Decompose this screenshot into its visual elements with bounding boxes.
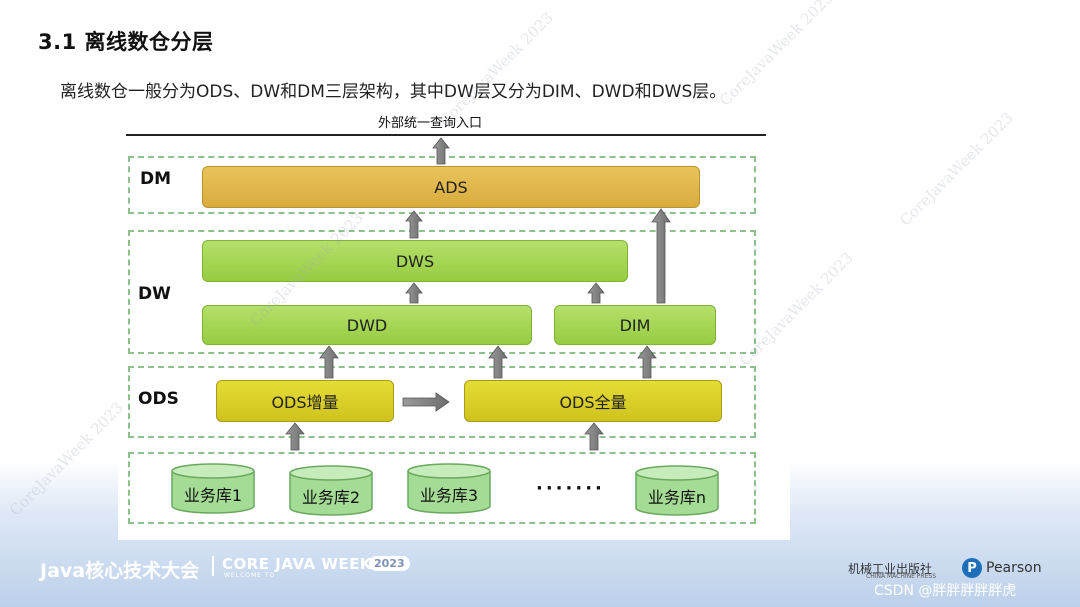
dwd-box: DWD: [202, 305, 532, 345]
dm-zone-label: DM: [140, 169, 172, 189]
slide-subtitle: 离线数仓一般分为ODS、DW和DM三层架构，其中DW层又分为DIM、DWD和DW…: [60, 82, 727, 102]
architecture-diagram: 外部统一查询入口 DM ADS DW DWS DWD DIM ODS ODS增量…: [118, 108, 790, 540]
right-arrow-icon: [402, 392, 450, 412]
footer-core-java-week: CORE JAVA WEEK: [222, 555, 373, 573]
ods-zone-label: ODS: [138, 389, 179, 409]
up-arrow-icon: [584, 422, 604, 451]
up-arrow-icon: [488, 345, 508, 379]
up-arrow-icon: [285, 422, 305, 451]
database-1: 业务库1: [170, 462, 256, 514]
ellipsis: ·······: [536, 478, 605, 499]
dws-box: DWS: [202, 240, 628, 282]
footer-brand: Java核心技术大会: [40, 560, 200, 582]
database-icon: [171, 463, 255, 514]
up-arrow-icon: [637, 345, 657, 379]
footer-divider: [212, 556, 214, 576]
dim-box: DIM: [554, 305, 716, 345]
ods-zone: [128, 366, 756, 438]
footer-welcome: WELCOME TO: [224, 572, 276, 579]
database-n: 业务库n: [634, 464, 720, 516]
database-3: 业务库3: [406, 462, 492, 514]
up-arrow-icon: [319, 345, 339, 379]
source-zone: [128, 452, 756, 524]
pearson-logo-icon: P: [962, 558, 982, 578]
external-query-line: [126, 134, 766, 136]
database-label: 业务库n: [647, 488, 707, 507]
database-icon: [289, 465, 373, 516]
database-label: 业务库3: [419, 486, 479, 505]
up-arrow-icon: [405, 210, 423, 239]
dw-zone-label: DW: [138, 284, 171, 304]
publisher-machine-press-en: CHINA MACHINE PRESS: [866, 573, 936, 580]
external-query-label: 外部统一查询入口: [378, 116, 483, 131]
ods-full-box: ODS全量: [464, 380, 722, 422]
arrows-layer: [285, 137, 671, 451]
ods-incremental-box: ODS增量: [216, 380, 394, 422]
up-arrow-icon: [587, 282, 605, 304]
csdn-watermark: CSDN @胖胖胖胖胖虎: [874, 583, 1017, 599]
watermark: CoreJavaWeek 2023: [896, 108, 1017, 230]
dw-zone: [128, 230, 756, 354]
database-2: 业务库2: [288, 464, 374, 516]
ads-box: ADS: [202, 166, 700, 208]
up-arrow-icon: [651, 208, 671, 304]
publisher-pearson: Pearson: [986, 560, 1042, 576]
publisher-machine-press: 机械工业出版社: [848, 562, 933, 576]
database-label: 业务库2: [301, 488, 361, 507]
database-icon: [407, 463, 491, 514]
footer-year-badge: 2023: [369, 556, 410, 571]
up-arrow-icon: [432, 137, 450, 165]
slide-title: 3.1 离线数仓分层: [38, 30, 214, 54]
database-label: 业务库1: [183, 486, 243, 505]
database-icon: [635, 465, 719, 516]
watermark: CoreJavaWeek 2023: [716, 0, 837, 110]
up-arrow-icon: [405, 282, 423, 304]
